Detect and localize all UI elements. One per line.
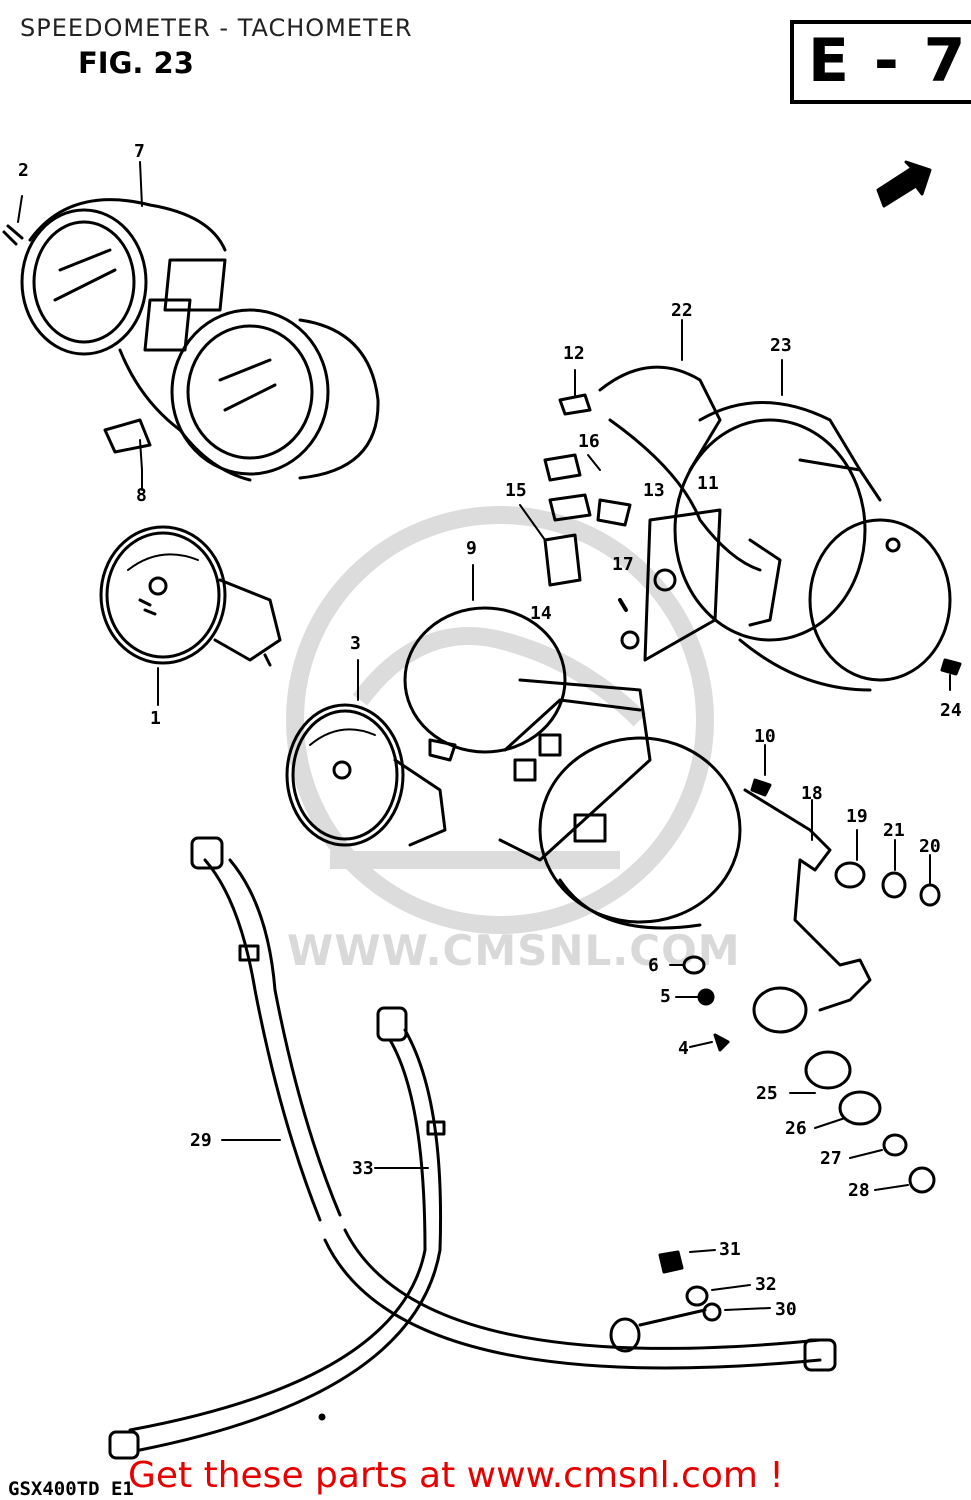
callout-31: 31 bbox=[719, 1239, 741, 1260]
callout-5: 5 bbox=[660, 986, 671, 1007]
meter-bracket bbox=[743, 788, 872, 1034]
callout-2: 2 bbox=[18, 160, 29, 181]
watermark-url: WWW.CMSNL.COM bbox=[287, 926, 741, 975]
page-title: SPEEDOMETER - TACHOMETER bbox=[20, 14, 413, 42]
callout-21: 21 bbox=[883, 820, 905, 841]
wiring-harness bbox=[598, 319, 782, 627]
meter-case-lower bbox=[403, 564, 742, 930]
callout-3: 3 bbox=[350, 633, 361, 654]
tachometer-assy bbox=[285, 659, 447, 847]
callout-12: 12 bbox=[563, 343, 585, 364]
callout-22: 22 bbox=[671, 300, 693, 321]
callout-23: 23 bbox=[770, 335, 792, 356]
callout-24: 24 bbox=[940, 700, 962, 721]
cable-clamp-parts bbox=[609, 1249, 771, 1353]
callout-33: 33 bbox=[352, 1158, 374, 1179]
callout-19: 19 bbox=[846, 806, 868, 827]
callout-13: 13 bbox=[643, 480, 665, 501]
cushion-stack bbox=[789, 1050, 936, 1194]
screw-24 bbox=[940, 658, 962, 676]
bolt-10 bbox=[750, 778, 772, 797]
model-code: GSX400TD E1 bbox=[8, 1478, 134, 1500]
callout-29: 29 bbox=[190, 1130, 212, 1151]
screw-2 bbox=[2, 195, 24, 246]
callout-18: 18 bbox=[801, 783, 823, 804]
callout-16: 16 bbox=[578, 431, 600, 452]
tachometer-cable bbox=[108, 1006, 446, 1460]
callout-25: 25 bbox=[756, 1083, 778, 1104]
callout-1: 1 bbox=[150, 708, 161, 729]
grommet-washer-nut bbox=[834, 829, 941, 907]
callout-9: 9 bbox=[466, 538, 477, 559]
callout-7: 7 bbox=[134, 141, 145, 162]
callout-14: 14 bbox=[530, 603, 552, 624]
callout-11: 11 bbox=[697, 473, 719, 494]
callout-8: 8 bbox=[136, 485, 147, 506]
front-arrow-icon bbox=[876, 160, 932, 208]
bulb-sockets bbox=[519, 369, 722, 662]
small-fasteners bbox=[669, 955, 730, 1052]
speedometer-cable bbox=[190, 836, 837, 1372]
callout-26: 26 bbox=[785, 1118, 807, 1139]
callout-27: 27 bbox=[820, 1148, 842, 1169]
cta-link[interactable]: Get these parts at www.cmsnl.com ! bbox=[128, 1455, 784, 1496]
figure-label: FIG. 23 bbox=[78, 46, 194, 80]
callout-17: 17 bbox=[612, 554, 634, 575]
callout-15: 15 bbox=[505, 480, 527, 501]
callout-32: 32 bbox=[755, 1274, 777, 1295]
callout-6: 6 bbox=[648, 955, 659, 976]
callout-30: 30 bbox=[775, 1299, 797, 1320]
meter-case-upper bbox=[20, 198, 380, 482]
section-box bbox=[790, 20, 971, 104]
section-code: E - 7 bbox=[808, 26, 968, 96]
callout-10: 10 bbox=[754, 726, 776, 747]
callout-20: 20 bbox=[919, 836, 941, 857]
callout-28: 28 bbox=[848, 1180, 870, 1201]
speedometer-assy bbox=[99, 525, 282, 706]
callout-4: 4 bbox=[678, 1038, 689, 1059]
